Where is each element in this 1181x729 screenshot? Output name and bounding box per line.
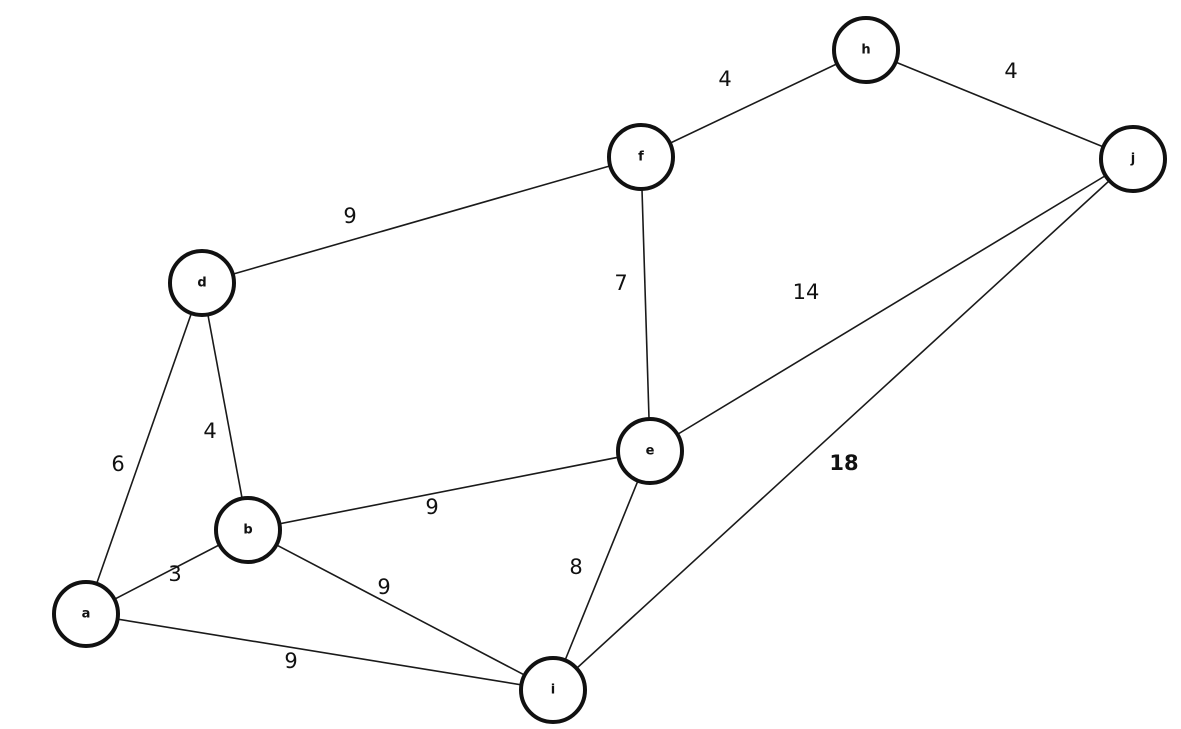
edge-d-f [201, 156, 642, 284]
edge-f-e [640, 156, 651, 452]
edge-weight-f-h: 4 [718, 67, 731, 91]
edge-weight-d-f: 9 [343, 204, 356, 228]
edge-h-j [865, 49, 1134, 160]
node-label-a: a [82, 607, 91, 622]
edges-layer [85, 49, 1134, 691]
edge-b-i [247, 529, 554, 691]
node-b: b [214, 496, 282, 564]
edge-weight-d-b: 4 [203, 419, 216, 443]
edge-d-b [201, 282, 249, 531]
edge-a-d [85, 282, 203, 615]
edge-weight-f-e: 7 [614, 271, 627, 295]
edge-weight-a-i: 9 [284, 649, 297, 673]
node-f: f [607, 123, 675, 191]
node-label-h: h [861, 43, 870, 58]
node-label-j: j [1130, 152, 1135, 167]
edge-weight-b-e: 9 [425, 495, 438, 519]
edge-weight-h-j: 4 [1004, 59, 1017, 83]
node-i: i [519, 656, 587, 724]
edge-e-i [552, 450, 651, 691]
node-circle-j [1099, 125, 1167, 193]
node-label-i: i [551, 683, 555, 698]
edge-weight-j-e: 14 [793, 280, 820, 304]
node-h: h [832, 16, 900, 84]
edge-weight-b-i: 9 [377, 575, 390, 599]
node-label-f: f [638, 150, 644, 165]
node-circle-f [607, 123, 675, 191]
edge-weight-a-d: 6 [111, 452, 124, 476]
edge-f-h [640, 49, 867, 158]
edge-j-i [552, 158, 1134, 691]
edge-a-i [85, 613, 554, 691]
edge-weight-e-i: 8 [569, 555, 582, 579]
node-label-d: d [197, 276, 206, 291]
node-e: e [616, 417, 684, 485]
edge-j-e [649, 158, 1134, 452]
node-circle-h [832, 16, 900, 84]
node-circle-e [616, 417, 684, 485]
edge-weight-a-b: 3 [168, 562, 181, 586]
node-circle-d [168, 249, 236, 317]
node-circle-b [214, 496, 282, 564]
node-label-e: e [646, 444, 655, 459]
node-circle-a [52, 580, 120, 648]
node-label-b: b [243, 523, 252, 538]
nodes-layer: a b d e f h i j [52, 16, 1167, 724]
edge-b-e [247, 450, 651, 531]
node-j: j [1099, 125, 1167, 193]
node-a: a [52, 580, 120, 648]
node-circle-i [519, 656, 587, 724]
node-d: d [168, 249, 236, 317]
edge-weight-j-i: 18 [829, 451, 858, 475]
edge-weights-layer: 6 3 9 4 9 9 9 4 7 4 14 18 8 [111, 59, 1017, 673]
